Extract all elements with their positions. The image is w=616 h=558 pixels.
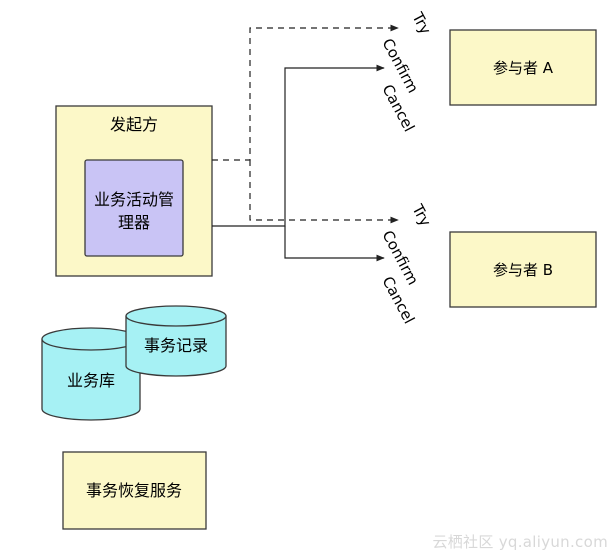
try-label-a: Try xyxy=(408,9,435,38)
solid-branch-b xyxy=(284,226,385,262)
initiator-label: 发起方 xyxy=(110,115,158,134)
recovery-service-label: 事务恢复服务 xyxy=(86,481,182,500)
business-db-label: 业务库 xyxy=(67,371,115,390)
try-label-b: Try xyxy=(408,201,435,230)
manager-label-line2: 理器 xyxy=(118,213,150,232)
recovery-service-box: 事务恢复服务 xyxy=(62,451,207,530)
transaction-log-cylinder: 事务记录 xyxy=(125,305,227,377)
activity-manager-box: 业务活动管 理器 xyxy=(84,159,184,257)
transaction-log-label: 事务记录 xyxy=(144,336,208,355)
manager-label-line1: 业务活动管 xyxy=(94,190,174,209)
participant-b-label: 参与者 B xyxy=(493,261,553,279)
try-dashed-lines xyxy=(212,24,399,224)
business-db-cylinder: 业务库 xyxy=(41,327,141,421)
dashed-trunk xyxy=(212,24,399,161)
participant-a-label: 参与者 A xyxy=(493,59,554,77)
dashed-branch-b xyxy=(249,160,399,224)
confirm-solid-lines xyxy=(212,64,385,262)
watermark: 云栖社区 yq.aliyun.com xyxy=(432,533,608,551)
phase-labels-a: Try Confirm Cancel xyxy=(378,9,434,135)
participant-a-box: 参与者 A xyxy=(449,29,597,106)
participant-b-box: 参与者 B xyxy=(449,231,597,308)
solid-trunk xyxy=(212,64,385,227)
phase-labels-b: Try Confirm Cancel xyxy=(378,201,434,327)
